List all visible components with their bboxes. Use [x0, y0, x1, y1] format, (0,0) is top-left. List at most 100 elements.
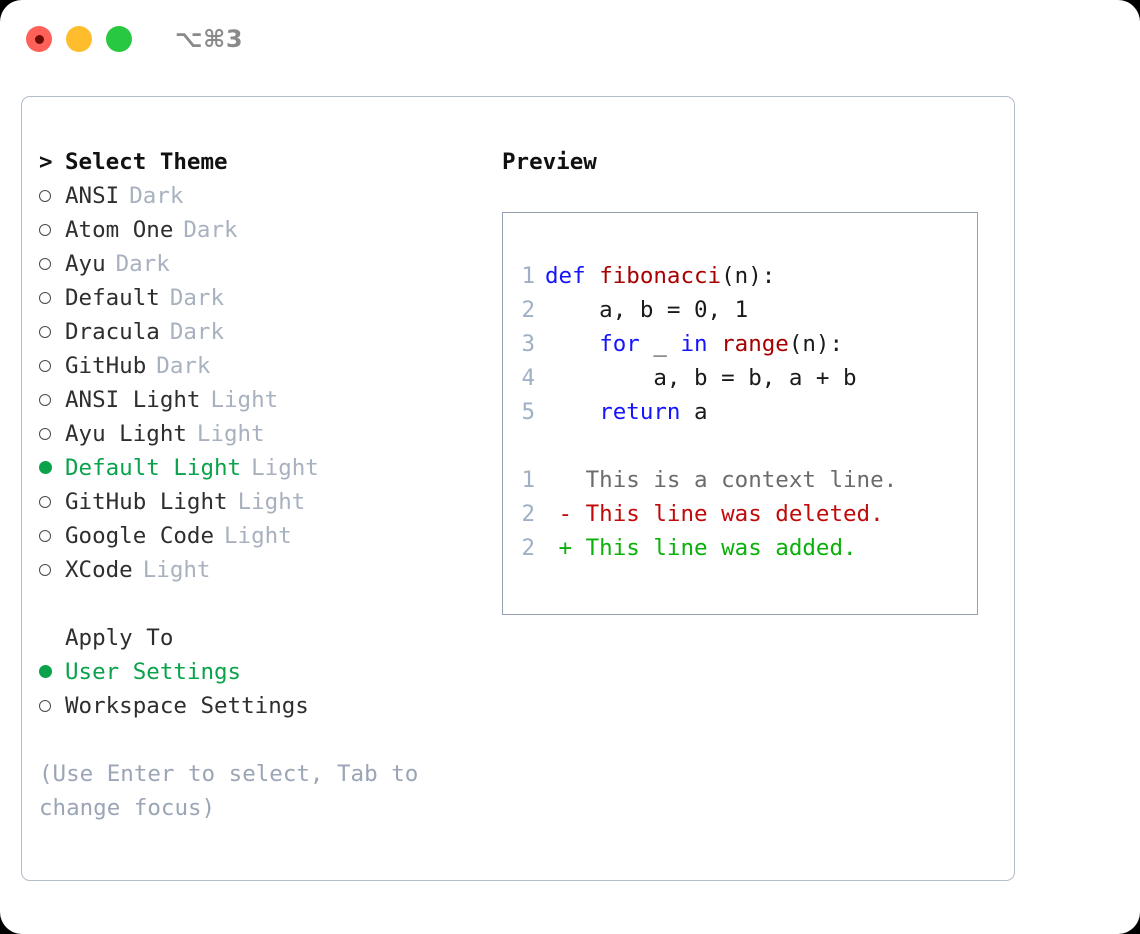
radio-unselected-icon: [39, 223, 51, 236]
theme-radio[interactable]: [39, 179, 65, 213]
code-token: range: [721, 331, 789, 357]
radio-unselected-icon: [39, 359, 51, 372]
code-token: a, b = b, a + b: [545, 365, 857, 391]
title-bar: ⌥⌘3: [0, 0, 1140, 78]
prompt-caret-icon: >: [39, 149, 53, 175]
code-token: [545, 399, 599, 425]
code-text: a, b = 0, 1: [545, 293, 748, 327]
line-number: 1: [521, 263, 535, 289]
theme-list-item[interactable]: ANSI Light Light: [39, 383, 502, 417]
theme-name: ANSI Light: [65, 387, 201, 413]
line-number: 2: [521, 501, 535, 527]
code-token: (n):: [788, 331, 844, 357]
theme-radio[interactable]: [39, 349, 65, 383]
code-token: [545, 331, 599, 357]
diff-sample: 1 This is a context line.2 - This line w…: [503, 463, 977, 565]
code-text: for _ in range(n):: [545, 327, 843, 361]
theme-list-item[interactable]: ANSI Dark: [39, 179, 502, 213]
theme-picker-header: > Select Theme: [39, 145, 502, 179]
radio-unselected-icon: [39, 325, 51, 338]
code-token: def: [545, 263, 600, 289]
theme-name: Default Light: [65, 455, 242, 481]
theme-kind-badge: Light: [142, 557, 211, 583]
theme-list-item[interactable]: Dracula Dark: [39, 315, 502, 349]
theme-name: GitHub Light: [65, 489, 228, 515]
radio-unselected-icon: [39, 563, 51, 576]
apply-to-radio[interactable]: [39, 655, 65, 689]
radio-unselected-icon: [39, 393, 51, 406]
theme-radio[interactable]: [39, 451, 65, 485]
theme-kind-badge: Dark: [169, 285, 225, 311]
theme-name: XCode: [65, 557, 133, 583]
diff-line: 1 This is a context line.: [503, 463, 977, 497]
diff-text: - This line was deleted.: [545, 501, 884, 527]
close-button[interactable]: [26, 26, 52, 52]
keyboard-hint: (Use Enter to select, Tab to change focu…: [39, 761, 419, 821]
line-number: 2: [521, 297, 535, 323]
theme-list-item[interactable]: Default Light Light: [39, 451, 502, 485]
code-token: (n):: [721, 263, 776, 289]
theme-kind-badge: Dark: [129, 183, 184, 209]
theme-radio[interactable]: [39, 553, 65, 587]
theme-radio[interactable]: [39, 383, 65, 417]
zoom-button[interactable]: [106, 26, 132, 52]
code-token: _: [639, 331, 681, 357]
code-token: a: [680, 399, 708, 425]
line-number: 5: [521, 399, 535, 425]
radio-unselected-icon: [39, 495, 51, 508]
theme-radio[interactable]: [39, 485, 65, 519]
theme-name: Ayu Light: [65, 421, 187, 447]
code-token: in: [680, 331, 708, 357]
theme-radio[interactable]: [39, 417, 65, 451]
page-title: Select Theme: [65, 149, 228, 175]
theme-radio[interactable]: [39, 213, 65, 247]
radio-unselected-icon: [39, 699, 51, 712]
radio-unselected-icon: [39, 529, 51, 542]
code-text: def fibonacci(n):: [545, 259, 775, 293]
theme-name: Dracula: [65, 319, 160, 345]
minimize-button[interactable]: [66, 26, 92, 52]
theme-radio[interactable]: [39, 281, 65, 315]
radio-selected-icon: [39, 461, 52, 474]
theme-list-item[interactable]: XCode Light: [39, 553, 502, 587]
theme-kind-badge: Dark: [183, 217, 238, 243]
line-number: 1: [521, 467, 535, 493]
apply-to-option[interactable]: User Settings: [39, 655, 502, 689]
preview-title: Preview: [502, 149, 597, 175]
code-token: fibonacci: [599, 263, 722, 289]
theme-kind-badge: Light: [224, 523, 292, 549]
apply-to-title: Apply To: [65, 625, 174, 651]
line-number: 2: [521, 535, 535, 561]
radio-unselected-icon: [39, 291, 51, 304]
theme-kind-badge: Dark: [115, 251, 170, 277]
theme-radio[interactable]: [39, 247, 65, 281]
theme-radio[interactable]: [39, 315, 65, 349]
radio-unselected-icon: [39, 189, 51, 202]
traffic-light-group: [26, 26, 132, 52]
theme-name: ANSI: [65, 183, 120, 209]
theme-kind-badge: Light: [210, 387, 279, 413]
theme-kind-badge: Light: [251, 455, 319, 481]
code-line: 3 for _ in range(n):: [503, 327, 977, 361]
theme-radio[interactable]: [39, 519, 65, 553]
apply-to-option[interactable]: Workspace Settings: [39, 689, 502, 723]
diff-line: 2 - This line was deleted.: [503, 497, 977, 531]
theme-name: Ayu: [65, 251, 106, 277]
code-token: for: [599, 331, 640, 357]
apply-to-radio[interactable]: [39, 689, 65, 723]
code-token: return: [599, 399, 681, 425]
theme-kind-badge: Dark: [169, 319, 225, 345]
theme-list-item[interactable]: Ayu Dark: [39, 247, 502, 281]
theme-name: GitHub: [65, 353, 147, 379]
